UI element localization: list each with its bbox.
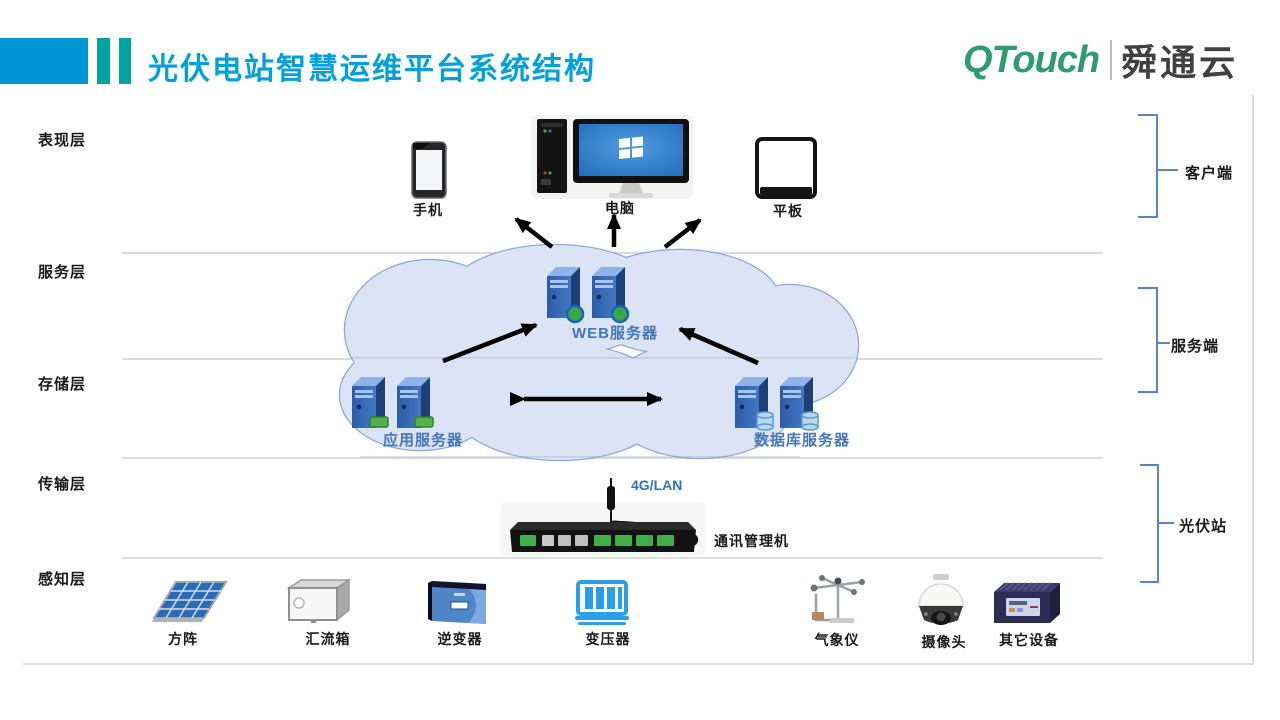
web-server-icon	[547, 267, 630, 324]
diagram-right-border	[1252, 95, 1254, 663]
tablet-icon	[755, 137, 817, 199]
db-server-icon	[735, 377, 819, 431]
desktop-icon	[531, 115, 693, 201]
app-server-label: 应用服务器	[382, 432, 463, 449]
device-label-combiner: 汇流箱	[305, 631, 351, 647]
camera-icon	[913, 572, 969, 630]
arrows-to-clients	[514, 213, 702, 249]
client-label-phone: 手机	[413, 202, 443, 218]
bracket-label-pv-station: 光伏站	[1179, 518, 1228, 535]
device-label-weather: 气象仪	[814, 632, 860, 648]
arrows-in-cloud	[442, 322, 759, 406]
solar-array-icon	[146, 574, 232, 624]
client-label-computer: 电脑	[605, 200, 635, 216]
app-server-icon	[352, 377, 434, 428]
device-label-other: 其它设备	[999, 632, 1059, 648]
header-accent-bar-2	[119, 38, 131, 84]
bracket-label-client: 客户端	[1185, 165, 1234, 182]
phone-icon	[411, 141, 447, 199]
layer-separator-4	[122, 557, 1103, 559]
brand-logo: QTouch 舜通云	[963, 36, 1238, 84]
logo-divider	[1110, 40, 1113, 80]
header-accent-rect	[0, 38, 88, 84]
bracket-label-server: 服务端	[1171, 338, 1220, 355]
layer-label-transport: 传输层	[38, 476, 87, 493]
other-device-icon	[982, 578, 1066, 628]
layer-separator-3	[122, 457, 1103, 459]
transformer-icon	[570, 578, 634, 626]
layer-label-service: 服务层	[38, 264, 87, 281]
client-label-tablet: 平板	[773, 203, 803, 219]
weather-station-icon	[800, 572, 870, 628]
device-label-camera: 摄像头	[921, 634, 967, 650]
logo-shuntongyun: 舜通云	[1121, 42, 1239, 83]
comm-gateway-icon	[498, 472, 708, 558]
windows-logo-icon	[619, 136, 643, 159]
device-label-array: 方阵	[168, 631, 198, 647]
web-server-label: WEB服务器	[572, 325, 658, 342]
device-label-inverter: 逆变器	[437, 631, 483, 647]
inverter-icon	[424, 575, 494, 627]
comm-gateway-label: 通讯管理机	[714, 533, 789, 549]
header-accent-bar-1	[97, 38, 110, 84]
diagram-bottom-border	[23, 663, 1254, 665]
db-server-label: 数据库服务器	[753, 432, 850, 449]
layer-label-presentation: 表现层	[38, 132, 87, 149]
logo-qtouch: QTouch	[963, 38, 1100, 81]
link-4g-lan-label: 4G/LAN	[631, 477, 683, 493]
layer-label-perception: 感知层	[38, 571, 87, 588]
combiner-box-icon	[281, 576, 353, 624]
device-label-transformer: 变压器	[585, 631, 631, 647]
page-title: 光伏电站智慧运维平台系统结构	[148, 53, 596, 86]
layer-label-storage: 存储层	[38, 376, 87, 393]
